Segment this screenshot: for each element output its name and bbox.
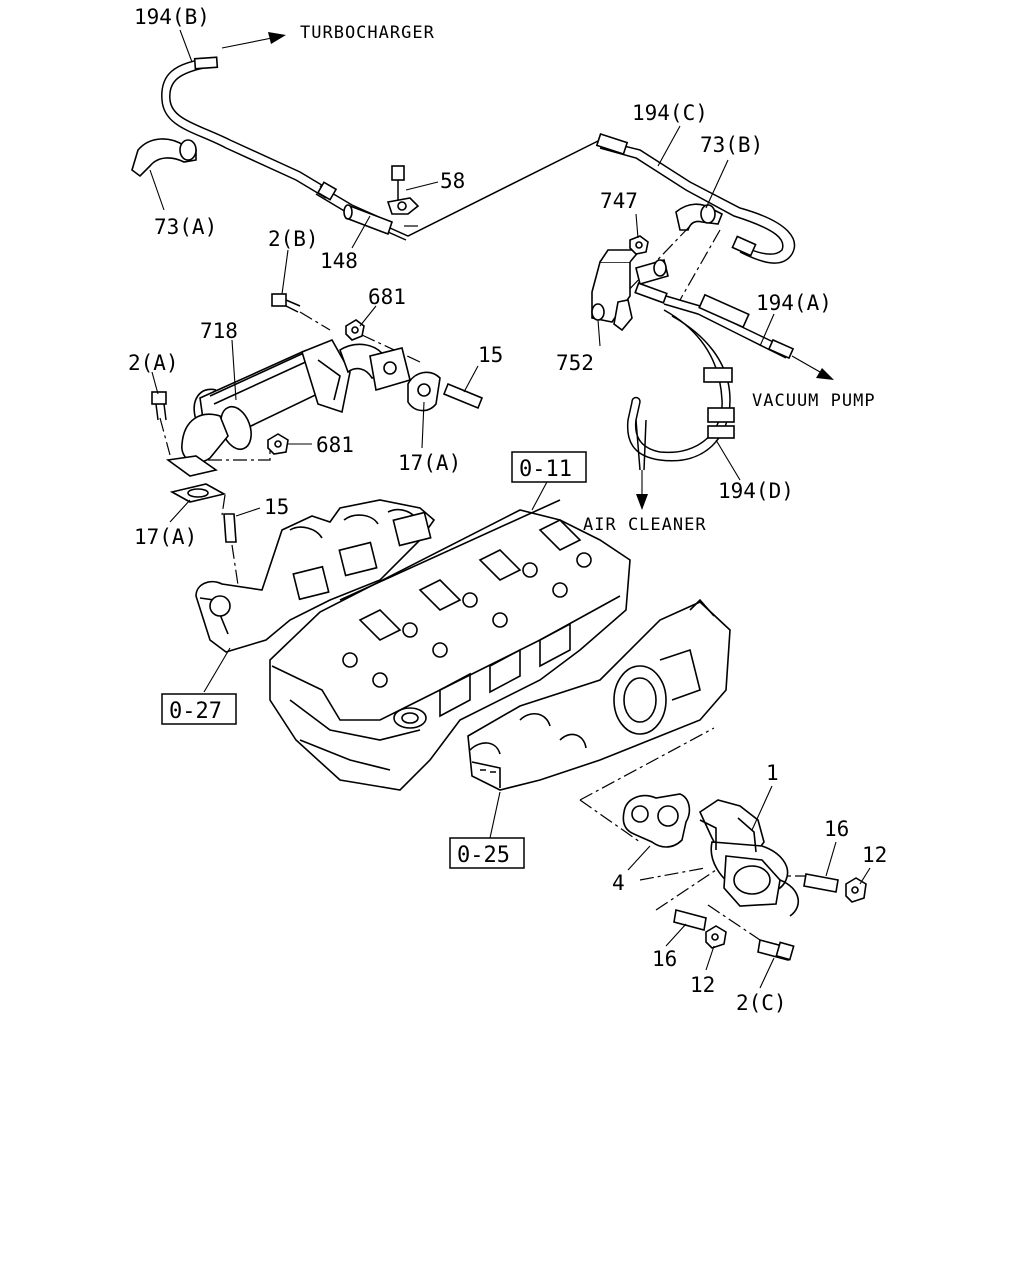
stud-15-right [442,382,484,410]
stud-15-left [223,513,237,543]
ref-label-0-27: 0-27 [169,699,222,724]
hose-194a [663,293,834,380]
ref-label-0-25: 0-25 [457,843,510,868]
gasket-17a-right [407,371,441,412]
ref-label-0-11: 0-11 [519,457,572,482]
callout-148: 148 [320,249,358,273]
nut-747 [629,235,649,255]
bolt-2a [151,391,167,421]
stud-16-left [673,909,707,931]
nut-681-low [267,433,289,455]
callout-1: 1 [766,761,779,785]
nut-681-top [345,319,365,341]
pipe-148 [343,139,601,241]
bolt-2c [757,939,795,961]
clip-73b [675,203,724,231]
gasket-4 [622,793,691,848]
callout-16-left: 16 [652,947,677,971]
callout-17a-right: 17(A) [398,451,461,475]
callout-194a: 194(A) [756,291,832,315]
nut-12-left [705,925,727,949]
callout-681-top: 681 [368,285,406,309]
callout-2b: 2(B) [268,227,319,251]
callout-16-right: 16 [824,817,849,841]
vacuum-valve-752 [591,249,669,332]
stud-16-right [803,873,839,893]
callout-17a-left: 17(A) [134,525,197,549]
bolt-2b [271,293,301,313]
bolt-58 [386,165,420,215]
callout-15-right: 15 [478,343,503,367]
hose-194b [161,56,391,231]
dest-turbocharger: TURBOCHARGER [300,23,435,43]
dest-air-cleaner: AIR CLEANER [583,515,707,535]
dest-vacuum-pump: VACUUM PUMP [752,391,876,411]
callout-2a: 2(A) [128,351,179,375]
callout-194c: 194(C) [632,101,708,125]
callout-194b: 194(B) [134,5,210,29]
callout-718: 718 [200,319,238,343]
callout-194d: 194(D) [718,479,794,503]
egr-cooler-718 [165,338,411,477]
arrow-to-turbocharger [221,32,286,49]
callout-73b: 73(B) [700,133,763,157]
callout-2c: 2(C) [736,991,787,1015]
callout-73a: 73(A) [154,215,217,239]
callout-leaders [149,29,871,989]
ref-box-0-27: 0-27 [161,693,237,725]
callout-12-left: 12 [690,973,715,997]
callout-15-left: 15 [264,495,289,519]
hose-194c [595,132,796,264]
gasket-17a-left [169,483,227,503]
exhaust-manifold [195,499,436,653]
clip-73a [131,138,197,178]
intake-manifold [467,598,731,791]
ref-box-0-25: 0-25 [449,837,525,869]
callout-58: 58 [440,169,465,193]
callout-747: 747 [600,189,638,213]
ref-box-0-11: 0-11 [511,451,587,483]
nut-12-right [845,877,867,903]
callout-752: 752 [556,351,594,375]
egr-valve-1 [698,799,800,917]
assembly-leaders [159,225,816,941]
callout-4: 4 [612,871,625,895]
callout-12-right: 12 [862,843,887,867]
callout-681-low: 681 [316,433,354,457]
hose-194d [626,309,735,510]
cylinder-head [269,499,631,791]
